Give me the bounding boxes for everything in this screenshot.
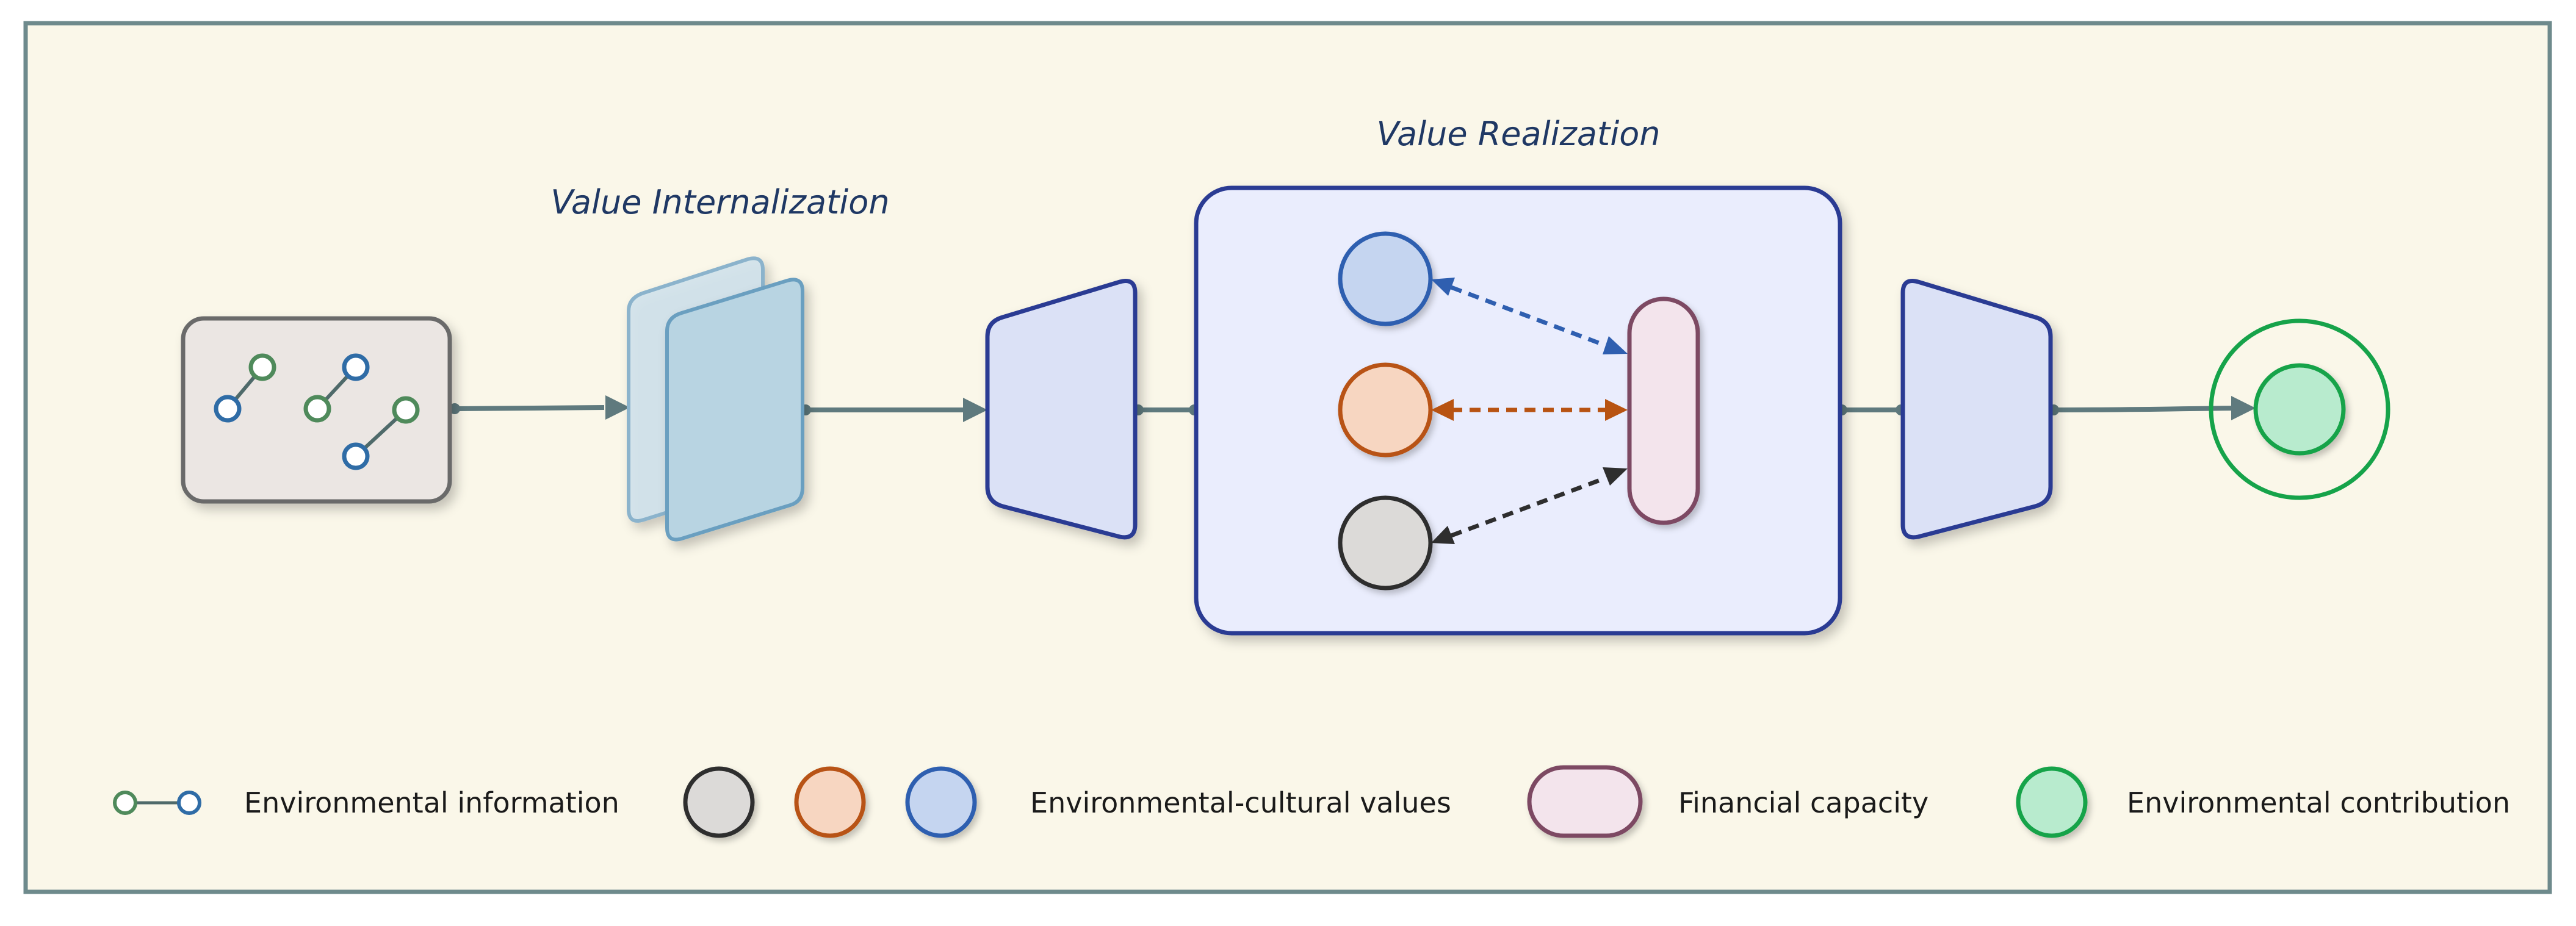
arrowhead-blue-left bbox=[1431, 278, 1455, 296]
financial-capacity-capsule bbox=[1627, 296, 1700, 525]
value-realization-box bbox=[1194, 185, 1842, 636]
encoder-trapezoid bbox=[985, 279, 1138, 540]
arrowheads bbox=[605, 395, 2256, 422]
legend-financial-capsule bbox=[1527, 765, 1643, 838]
legend-value-gray bbox=[683, 766, 755, 838]
main-connectors bbox=[454, 405, 2234, 412]
decoder-trapezoid bbox=[1900, 279, 2053, 540]
info-node-blue bbox=[214, 395, 242, 423]
connector-decoder-to-contribution bbox=[2053, 406, 2234, 412]
legend: Environmental information Environmental-… bbox=[113, 765, 2510, 838]
legend-environmental-information-label: Environmental information bbox=[244, 786, 619, 819]
arrowhead-orange-right bbox=[1605, 399, 1628, 421]
info-node-green bbox=[392, 396, 420, 424]
arrowhead-encoder bbox=[963, 398, 987, 422]
arrowhead-gray-right bbox=[1603, 467, 1628, 486]
environmental-contribution-target bbox=[2209, 318, 2390, 500]
legend-environmental-information-symbol bbox=[113, 791, 201, 815]
stage-label-realization: Value Realization bbox=[1377, 115, 1661, 153]
environmental-information-box bbox=[181, 316, 452, 504]
arrowhead-gray-left bbox=[1431, 526, 1455, 544]
internalization-layers bbox=[627, 256, 804, 542]
info-node-blue bbox=[342, 442, 370, 470]
arrowhead-orange-left bbox=[1431, 399, 1454, 421]
legend-value-blue bbox=[905, 766, 977, 838]
legend-value-orange bbox=[794, 766, 866, 838]
dashed-arrow-gray bbox=[1450, 476, 1606, 538]
value-circle-gray bbox=[1338, 495, 1433, 590]
arrowhead-contribution bbox=[2231, 396, 2256, 420]
info-node-blue bbox=[342, 353, 370, 381]
info-node-green bbox=[248, 353, 276, 381]
arrowhead-blue-right bbox=[1603, 336, 1628, 354]
dashed-arrow-blue bbox=[1450, 285, 1606, 348]
info-node-green bbox=[303, 395, 331, 423]
value-circle-blue bbox=[1338, 231, 1433, 326]
arrowhead-layers bbox=[605, 395, 630, 420]
legend-environmental-contribution-label: Environmental contribution bbox=[2127, 786, 2510, 819]
legend-financial-capacity-label: Financial capacity bbox=[1678, 786, 1928, 819]
value-circle-orange bbox=[1338, 362, 1433, 458]
legend-environmental-cultural-values-label: Environmental-cultural values bbox=[1030, 786, 1451, 819]
contribution-inner-circle bbox=[2253, 363, 2346, 456]
contribution-outer-ring bbox=[2209, 318, 2390, 500]
stage-label-internalization: Value Internalization bbox=[550, 183, 889, 221]
connector-info-to-layers bbox=[454, 405, 605, 411]
internalization-layer-front bbox=[665, 278, 804, 542]
legend-contribution-circle bbox=[2016, 766, 2088, 838]
